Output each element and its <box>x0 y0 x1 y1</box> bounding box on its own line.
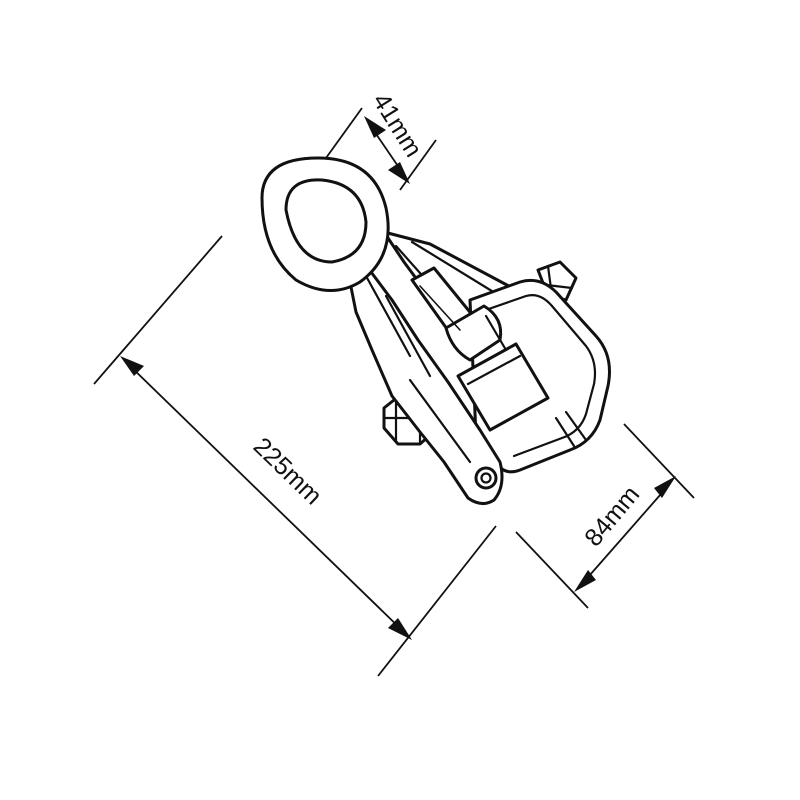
screw-shaft <box>410 266 508 362</box>
clamp-pad <box>456 342 550 432</box>
extension-line <box>377 525 497 677</box>
lower-jaw <box>348 266 504 505</box>
arrowhead <box>574 570 596 592</box>
extension-line <box>93 235 223 385</box>
arrowhead <box>388 618 412 640</box>
dimension-line <box>581 485 669 585</box>
arrowhead <box>654 476 676 498</box>
arrowhead <box>120 356 144 376</box>
arrowhead <box>364 116 386 138</box>
extension-line <box>399 139 437 191</box>
u-frame <box>468 278 611 474</box>
clamp-tool <box>260 156 611 505</box>
extension-line <box>515 531 589 609</box>
dimension-line <box>127 363 407 635</box>
dimension-label-225mm: 225mm <box>248 432 327 510</box>
extension-line <box>623 423 695 499</box>
pulling-ring <box>260 156 390 292</box>
arrowhead <box>388 162 410 184</box>
pivot-pin <box>474 466 498 490</box>
extension-line <box>325 107 363 159</box>
dimension-label-84mm: 84mm <box>579 481 645 552</box>
